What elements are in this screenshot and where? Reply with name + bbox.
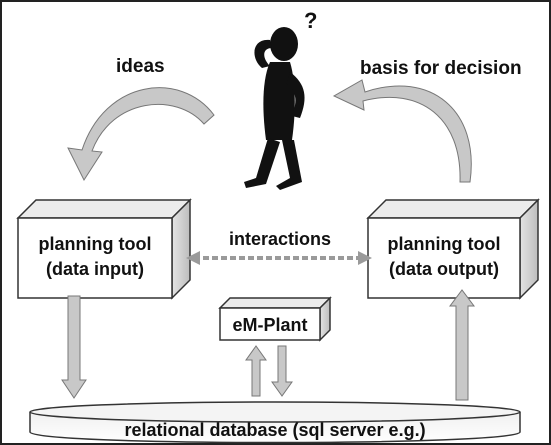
basis-curved-arrow xyxy=(332,79,472,183)
interactions-double-arrow xyxy=(186,251,372,265)
input-box-line2: (data input) xyxy=(46,259,144,279)
interactions-label: interactions xyxy=(229,229,331,249)
question-mark: ? xyxy=(304,8,317,33)
emplant-down-arrow xyxy=(271,345,293,397)
em-plant-label: eM-Plant xyxy=(232,315,307,335)
basis-label: basis for decision xyxy=(360,58,522,79)
input-box-line1: planning tool xyxy=(39,234,152,254)
output-box-line2: (data output) xyxy=(389,259,499,279)
output-box-line1: planning tool xyxy=(388,234,501,254)
planning-tool-output-box: planning tool (data output) xyxy=(366,198,540,300)
planning-tool-input-box: planning tool (data input) xyxy=(16,198,192,300)
ideas-curved-arrow xyxy=(67,87,215,182)
thinking-person-icon: ? xyxy=(244,8,317,190)
emplant-up-arrow xyxy=(245,345,267,397)
em-plant-box: eM-Plant xyxy=(218,296,332,342)
relational-database: relational database (sql server e.g.) xyxy=(29,401,521,444)
db-to-output-arrow xyxy=(449,289,475,401)
database-label: relational database (sql server e.g.) xyxy=(124,420,425,440)
ideas-label: ideas xyxy=(116,56,165,77)
input-to-db-arrow xyxy=(61,295,87,399)
